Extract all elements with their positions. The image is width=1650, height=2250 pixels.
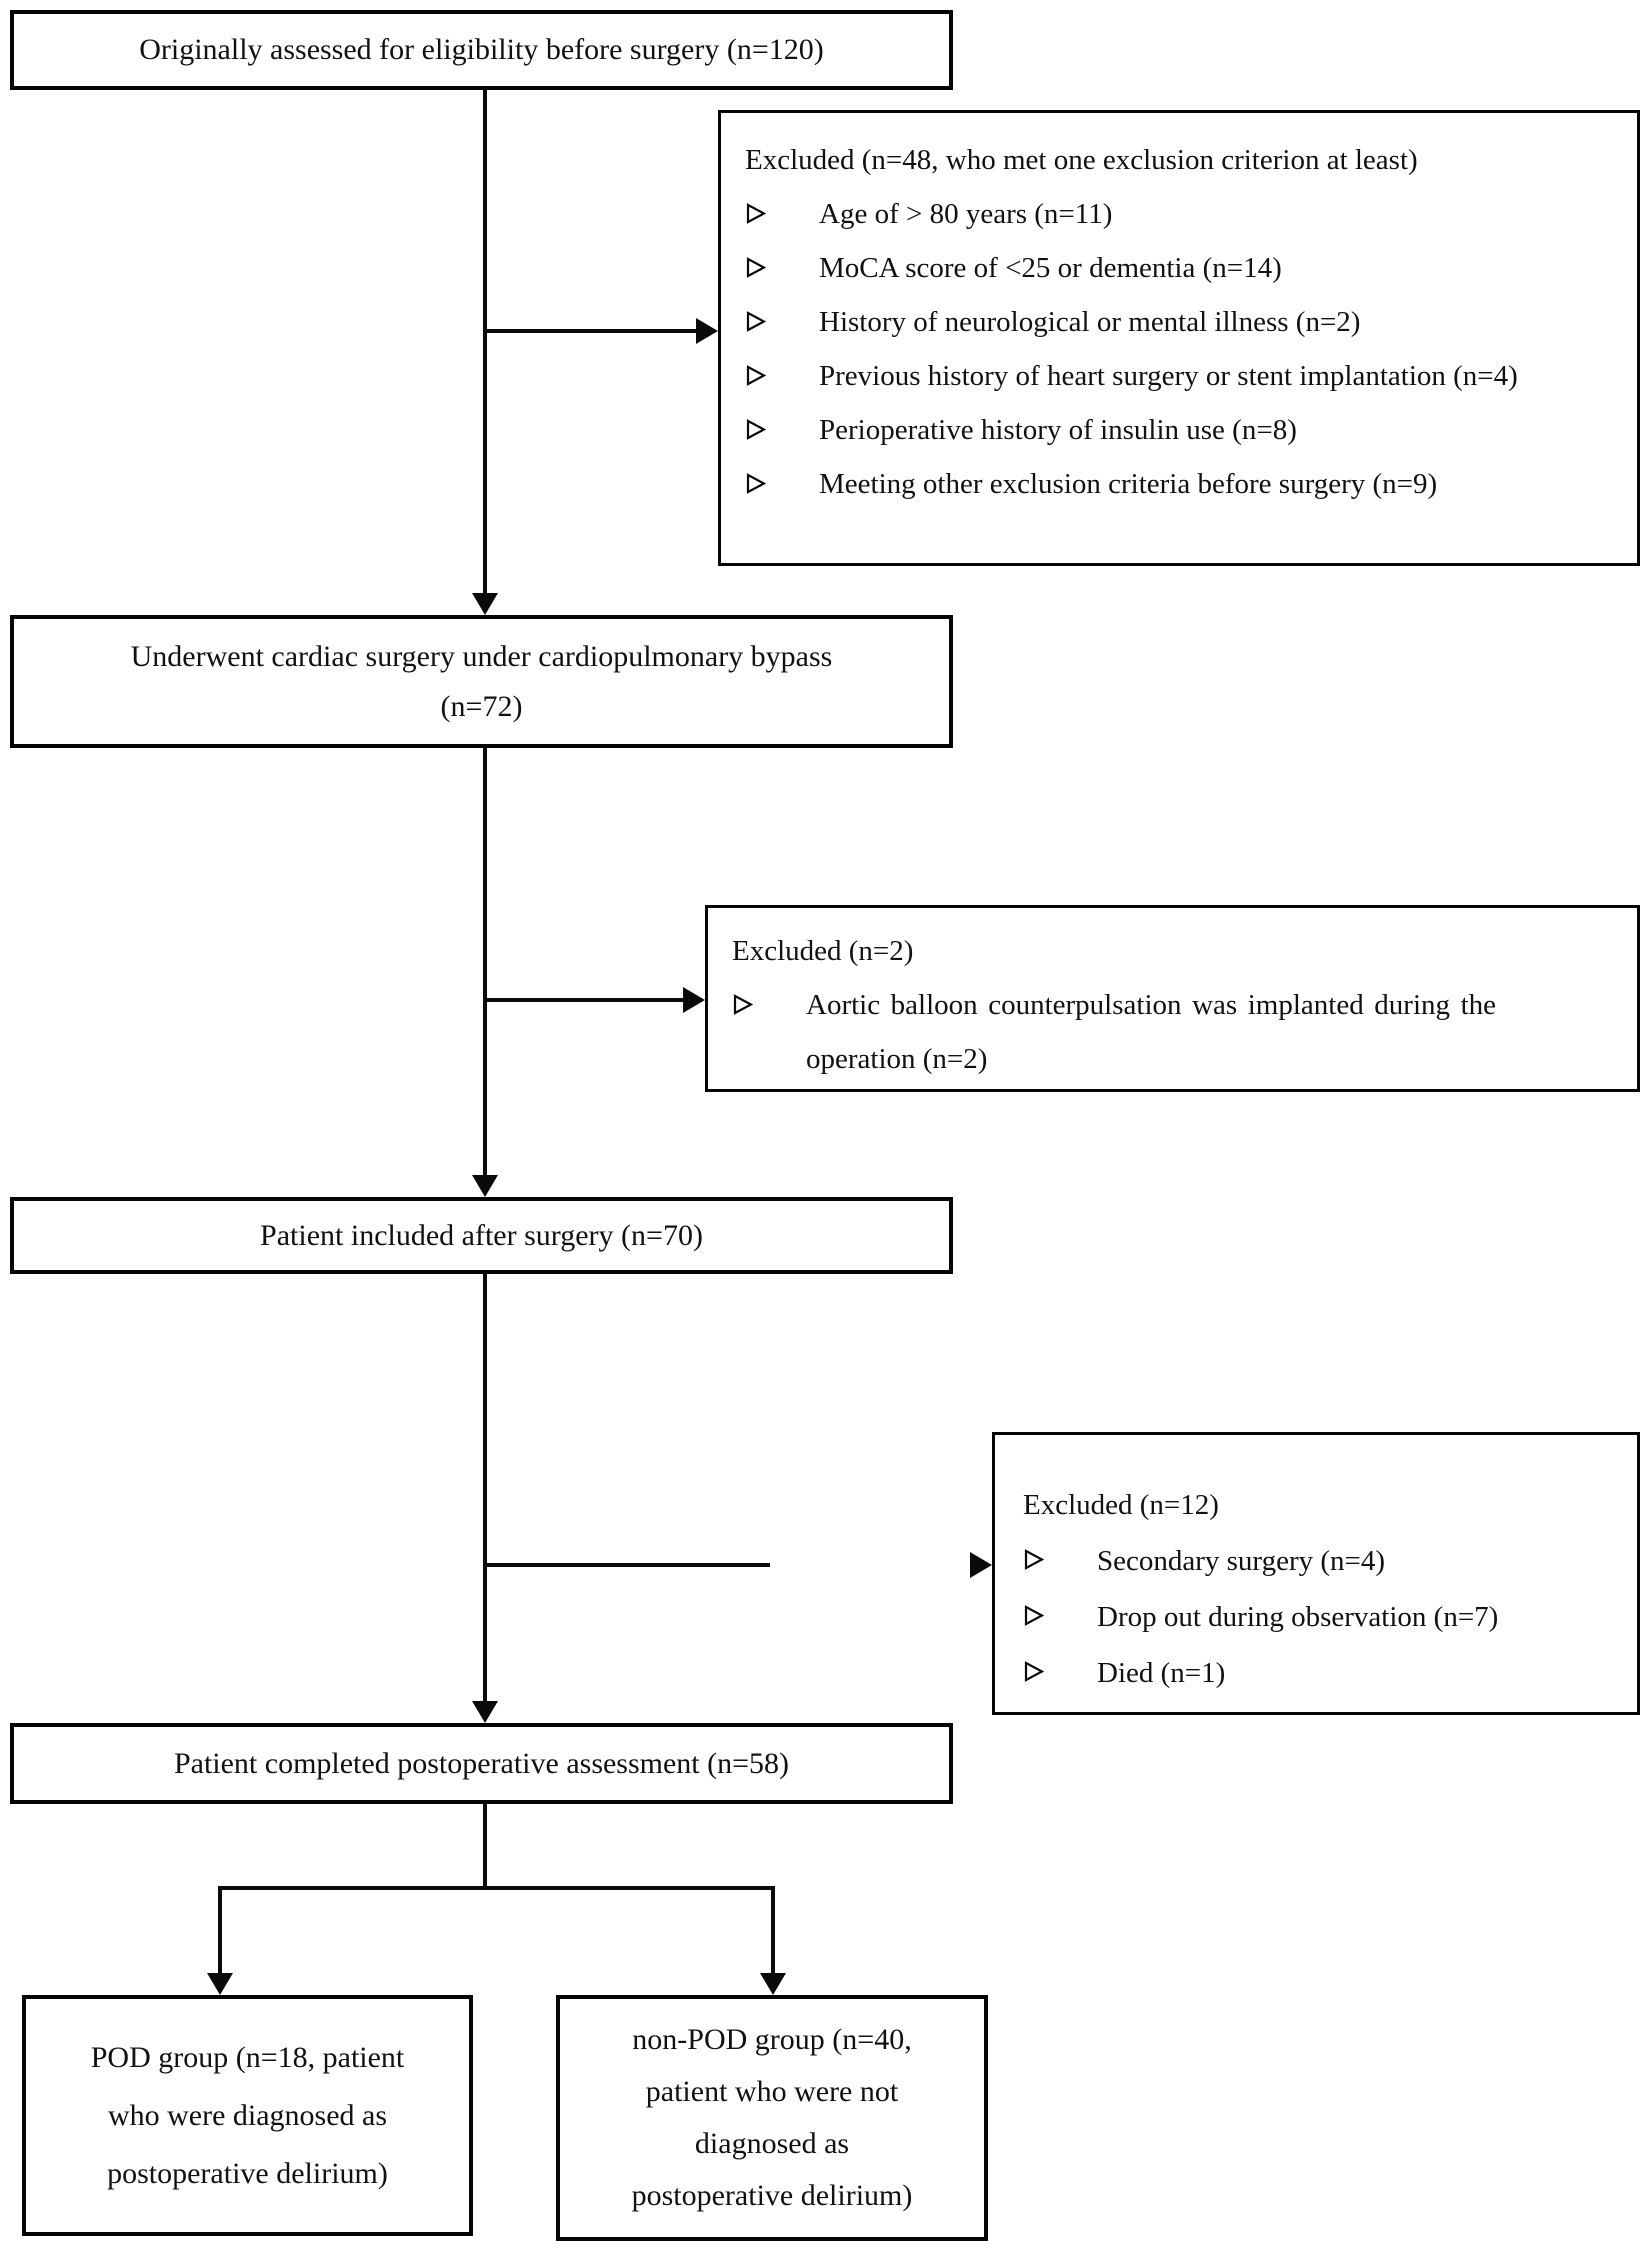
arrow-bullet-icon: [745, 457, 819, 494]
connector-completed-stem-line: [483, 1803, 487, 1888]
box-completed: Patient completed postoperative assessme…: [10, 1723, 953, 1804]
exclusion-item-text: MoCA score of <25 or dementia (n=14): [819, 252, 1282, 284]
box-surgery-line-1: Underwent cardiac surgery under cardiopu…: [130, 639, 833, 673]
box-included: Patient included after surgery (n=70): [10, 1197, 953, 1274]
connector-surgery-to-included-line: [483, 748, 487, 1175]
exclusion-item-text: Aortic balloon counterpulsation was impl…: [806, 989, 1496, 1075]
exclusion-item: Perioperative history of insulin use (n=…: [745, 403, 1617, 457]
box-excluded-during-surgery: Excluded (n=2) Aortic balloon counterpul…: [705, 905, 1640, 1092]
non-pod-group-line-1: non-POD group (n=40,: [632, 2023, 912, 2056]
arrow-bullet-icon: [745, 349, 819, 386]
non-pod-group-line-4: postoperative delirium): [631, 2179, 913, 2212]
box-eligibility: Originally assessed for eligibility befo…: [10, 10, 953, 90]
arrow-bullet-icon: [1023, 1533, 1097, 1570]
arrowhead-down-to-surgery: [472, 593, 498, 615]
connector-to-non-pod-line: [771, 1886, 775, 1973]
arrow-bullet-icon: [732, 978, 806, 1015]
arrow-bullet-icon: [1023, 1645, 1097, 1682]
pod-group-line-2: who were diagnosed as: [107, 2098, 388, 2132]
exclusion-item-text: Perioperative history of insulin use (n=…: [819, 414, 1297, 446]
box-surgery: Underwent cardiac surgery under cardiopu…: [10, 615, 953, 748]
connector-included-to-completed-line: [483, 1274, 487, 1701]
pod-group-line-1: POD group (n=18, patient: [90, 2040, 405, 2074]
exclusion-item: MoCA score of <25 or dementia (n=14): [745, 241, 1617, 295]
arrow-bullet-icon: [745, 403, 819, 440]
exclusion-item: Age of > 80 years (n=11): [745, 187, 1617, 241]
excluded-before-surgery-title: Excluded (n=48, who met one exclusion cr…: [745, 144, 1418, 176]
arrowhead-down-to-pod: [207, 1973, 233, 1995]
excluded-after-surgery-title: Excluded (n=12): [1023, 1489, 1219, 1521]
connector-split-horizontal-line: [218, 1886, 775, 1890]
exclusion-item: Meeting other exclusion criteria before …: [745, 457, 1617, 511]
arrow-bullet-icon: [1023, 1589, 1097, 1626]
exclusion-item-text: Age of > 80 years (n=11): [819, 198, 1113, 230]
exclusion-item: Died (n=1): [1023, 1645, 1617, 1701]
exclusion-item: Secondary surgery (n=4): [1023, 1533, 1617, 1589]
connector-branch-excluded-before-line: [485, 329, 696, 333]
exclusion-item: History of neurological or mental illnes…: [745, 295, 1617, 349]
box-surgery-line-2: (n=72): [440, 689, 523, 723]
exclusion-item: Drop out during observation (n=7): [1023, 1589, 1617, 1645]
arrowhead-right-to-excluded-before: [696, 318, 718, 344]
exclusion-item-text: Meeting other exclusion criteria before …: [819, 468, 1438, 500]
exclusion-item: Aortic balloon counterpulsation was impl…: [732, 978, 1617, 1086]
arrow-bullet-icon: [745, 295, 819, 332]
box-eligibility-label: Originally assessed for eligibility befo…: [139, 33, 824, 66]
non-pod-group-line-3: diagnosed as: [694, 2127, 850, 2160]
connector-branch-excluded-during-line: [485, 998, 683, 1002]
arrowhead-right-to-excluded-after: [970, 1552, 992, 1578]
box-excluded-after-surgery: Excluded (n=12) Secondary surgery (n=4) …: [992, 1432, 1640, 1715]
exclusion-item-text: Died (n=1): [1097, 1657, 1226, 1689]
non-pod-group-line-2: patient who were not: [645, 2075, 899, 2108]
box-pod-group: POD group (n=18, patient who were diagno…: [22, 1995, 473, 2236]
connector-to-pod-line: [218, 1886, 222, 1973]
exclusion-item-text: Previous history of heart surgery or ste…: [819, 360, 1518, 392]
arrow-bullet-icon: [745, 187, 819, 224]
exclusion-item: Previous history of heart surgery or ste…: [745, 349, 1617, 403]
box-excluded-before-surgery: Excluded (n=48, who met one exclusion cr…: [718, 110, 1640, 566]
connector-eligibility-to-surgery-line: [483, 90, 487, 593]
arrowhead-down-to-completed: [472, 1701, 498, 1723]
arrow-bullet-icon: [745, 241, 819, 278]
box-non-pod-group: non-POD group (n=40, patient who were no…: [556, 1995, 988, 2241]
connector-branch-excluded-after-line: [485, 1563, 770, 1567]
exclusion-item-text: Drop out during observation (n=7): [1097, 1601, 1499, 1633]
exclusion-item-text: Secondary surgery (n=4): [1097, 1545, 1386, 1577]
exclusion-item-text: History of neurological or mental illnes…: [819, 306, 1361, 338]
arrowhead-down-to-included: [472, 1175, 498, 1197]
arrowhead-right-to-excluded-during: [683, 987, 705, 1013]
excluded-during-surgery-title: Excluded (n=2): [732, 935, 914, 967]
box-completed-label: Patient completed postoperative assessme…: [173, 1746, 790, 1780]
box-included-label: Patient included after surgery (n=70): [260, 1218, 703, 1252]
arrowhead-down-to-non-pod: [760, 1973, 786, 1995]
pod-group-line-3: postoperative delirium): [107, 2156, 388, 2190]
